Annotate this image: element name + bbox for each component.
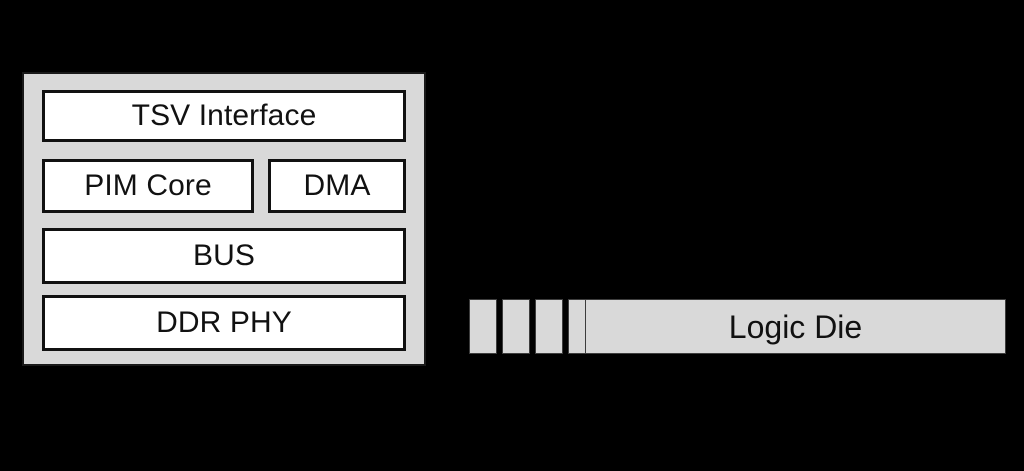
- block-label-bus: BUS: [193, 239, 255, 272]
- tsv-pillar-3: [535, 299, 563, 354]
- block-label-dma: DMA: [303, 169, 371, 202]
- block-bus: BUS: [42, 228, 406, 284]
- block-dma: DMA: [268, 159, 406, 213]
- block-label-tsv-interface: TSV Interface: [131, 99, 317, 132]
- logic-die-bar: Logic Die: [585, 299, 1006, 354]
- block-pim-core: PIM Core: [42, 159, 254, 213]
- block-label-ddr-phy: DDR PHY: [156, 306, 292, 339]
- pim-module-frame: TSV Interface PIM Core DMA BUS DDR PHY: [22, 72, 426, 366]
- block-tsv-interface: TSV Interface: [42, 90, 406, 142]
- tsv-pillar-2: [502, 299, 530, 354]
- block-ddr-phy: DDR PHY: [42, 295, 406, 351]
- tsv-pillar-1: [469, 299, 497, 354]
- block-label-pim-core: PIM Core: [84, 169, 212, 202]
- logic-die-label: Logic Die: [728, 308, 863, 345]
